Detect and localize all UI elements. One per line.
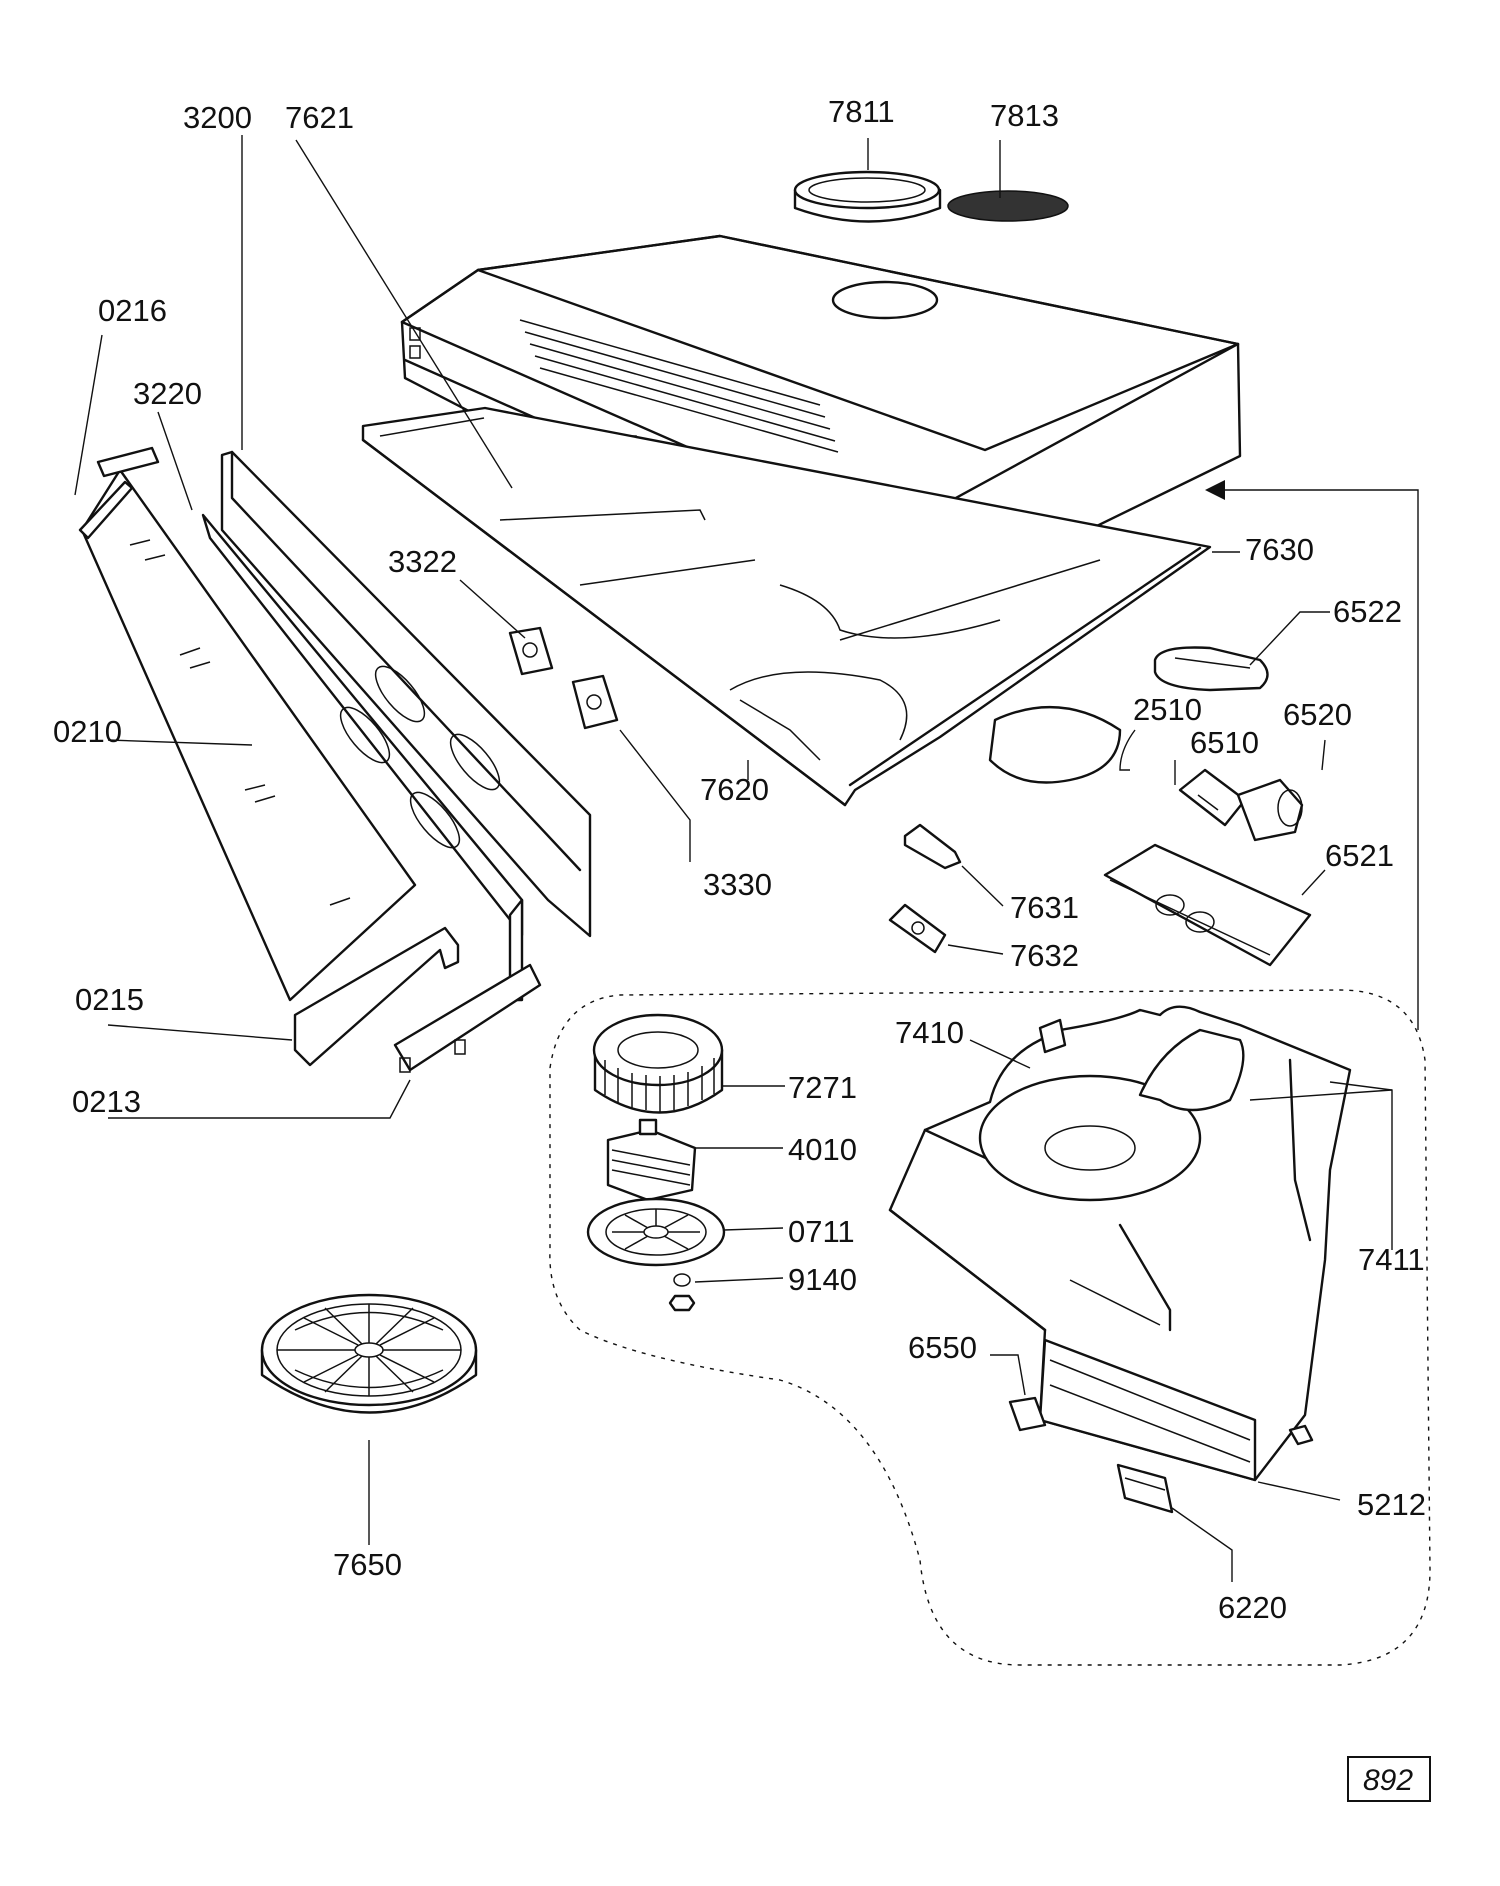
lamp-holder-6520: [1236, 778, 1304, 842]
vent-holes: [519, 319, 839, 453]
washer-9140: [668, 1273, 696, 1312]
lamp-cover-6522: [1153, 646, 1269, 692]
plate-7632: [888, 903, 947, 954]
label-3322: 3322: [388, 544, 457, 579]
mesh-filter-7813: [947, 190, 1069, 222]
terminal-block: [1288, 1424, 1314, 1446]
label-6520: 6520: [1283, 697, 1352, 732]
label-7631: 7631: [1010, 890, 1079, 925]
label-0210: 0210: [53, 714, 122, 749]
label-7620: 7620: [700, 772, 769, 807]
part-labels: 3200 7621 7811 7813 0216 3220 3322 7630 …: [53, 94, 1426, 1625]
round-cover-7811: [793, 170, 942, 223]
mounting-plate-0711: [586, 1197, 726, 1267]
fascia-panel-3200: [220, 450, 592, 938]
label-0215: 0215: [75, 982, 144, 1017]
fan-housing: [888, 1005, 1352, 1482]
label-2510: 2510: [1133, 692, 1202, 727]
label-7411: 7411: [1358, 1242, 1425, 1277]
bracket-0215: [293, 926, 460, 1067]
glass-panel: [80, 468, 417, 1002]
fan-wheel-7271: [592, 1013, 724, 1114]
socket-6550: [1008, 1396, 1047, 1432]
page-number: 892: [1363, 1764, 1413, 1797]
motor-4010: [606, 1118, 697, 1202]
label-4010: 4010: [788, 1132, 857, 1167]
switch-3322: [508, 626, 554, 676]
label-0216: 0216: [98, 293, 167, 328]
label-5212: 5212: [1357, 1487, 1426, 1522]
label-3330: 3330: [703, 867, 772, 902]
label-7813: 7813: [990, 98, 1059, 133]
label-6521: 6521: [1325, 838, 1394, 873]
label-6220: 6220: [1218, 1590, 1287, 1625]
label-7410: 7410: [895, 1015, 964, 1050]
label-7271: 7271: [788, 1070, 857, 1105]
light-panel-6521: [1103, 843, 1312, 967]
clip-0216: [78, 446, 160, 540]
label-3220: 3220: [133, 376, 202, 411]
page-number-box: 892: [1347, 1756, 1431, 1802]
bracket-0213: [393, 963, 542, 1073]
bulb-6510: [1178, 768, 1247, 827]
label-6510: 6510: [1190, 725, 1259, 760]
label-7632: 7632: [1010, 938, 1079, 973]
label-7650: 7650: [333, 1547, 402, 1582]
charcoal-filter-7650: [260, 1293, 478, 1414]
label-7621: 7621: [285, 100, 354, 135]
connector-6220: [1116, 1463, 1174, 1514]
clip-7631: [903, 823, 962, 870]
label-7630: 7630: [1245, 532, 1314, 567]
label-0711: 0711: [788, 1214, 855, 1249]
switch-3330: [571, 674, 619, 730]
leader-lines: [74, 135, 1393, 1582]
base-panel: [361, 406, 1212, 807]
assembly-arrow: [1205, 480, 1419, 1030]
label-7811: 7811: [828, 94, 895, 129]
label-3200: 3200: [183, 100, 252, 135]
label-9140: 9140: [788, 1262, 857, 1297]
label-0213: 0213: [72, 1084, 141, 1119]
label-6550: 6550: [908, 1330, 977, 1365]
label-6522: 6522: [1333, 594, 1402, 629]
